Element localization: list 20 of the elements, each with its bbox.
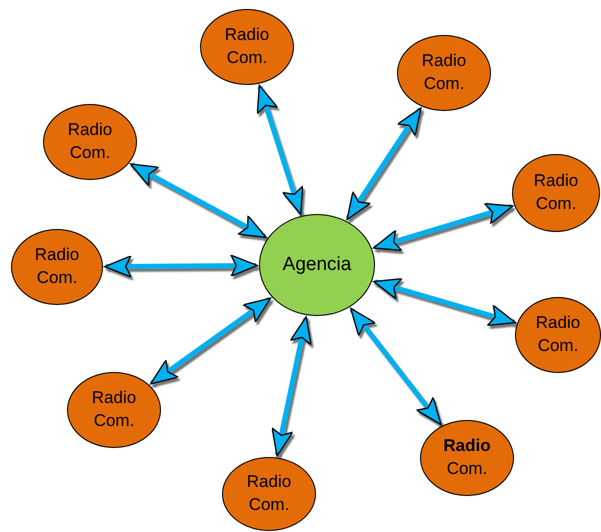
double-arrow	[346, 107, 422, 220]
node-label: Agencia	[282, 253, 352, 278]
node-label: Radio Com.	[90, 387, 138, 432]
node-label: Radio Com.	[246, 471, 292, 516]
node-label: Radio Com.	[534, 312, 582, 357]
double-arrow	[373, 278, 516, 326]
double-arrow	[256, 84, 304, 215]
node-label: Radio Com.	[34, 244, 80, 289]
double-arrow	[130, 162, 267, 240]
double-arrow	[271, 316, 312, 456]
double-arrow	[150, 296, 272, 386]
node-label: Radio Com.	[420, 50, 468, 95]
double-arrow	[350, 308, 442, 426]
agency-circle	[259, 214, 375, 316]
double-arrow	[104, 254, 258, 278]
node-label: Radio Com.	[66, 119, 114, 164]
node-label: Radio Com.	[532, 170, 580, 215]
node-label: Radio Com.	[224, 24, 270, 69]
double-arrow	[372, 202, 514, 252]
node-label: Radio Com.	[442, 435, 492, 480]
